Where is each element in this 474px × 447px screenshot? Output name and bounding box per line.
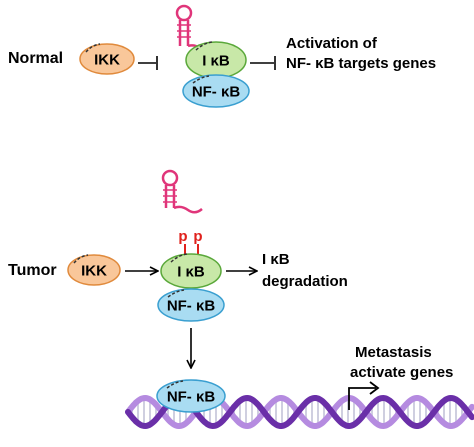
nucleus-nfkb-text: NF- κB — [167, 389, 216, 406]
normal-ikk-text: IKK — [94, 52, 120, 69]
tumor-label: Tumor — [8, 262, 57, 279]
normal-nfkb-text: NF- κB — [192, 84, 241, 101]
tumor-ikk-text: IKK — [81, 263, 107, 280]
normal-nfkb-node: NF- κB — [182, 74, 250, 108]
normal-ikb-node: I κB — [185, 41, 247, 79]
normal-ikb-text: I κB — [202, 53, 230, 70]
tumor-nfkb-text: NF- κB — [167, 298, 216, 315]
degradation-line2: degradation — [262, 273, 348, 290]
dna-strand-back — [125, 394, 474, 430]
genes-line2: activate genes — [350, 364, 453, 381]
tumor-rna-hairpin-icon — [161, 169, 203, 214]
normal-ikk-node: IKK — [79, 43, 135, 75]
normal-inhibit-ikb-genes — [250, 56, 276, 70]
tumor-ikk-node: IKK — [67, 254, 121, 286]
phospho-label-2: p — [193, 228, 202, 245]
tumor-ikb-text: I κB — [177, 264, 205, 281]
phospho-label-1: p — [178, 228, 187, 245]
tumor-nfkb-node: NF- κB — [157, 288, 225, 322]
degradation-line1: I κB — [262, 251, 290, 268]
normal-label: Normal — [8, 50, 63, 67]
normal-result-line1: Activation of — [286, 35, 378, 52]
normal-result-line2: NF- κB targets genes — [286, 55, 436, 72]
tumor-ikb-node: I κB — [160, 253, 222, 289]
genes-line1: Metastasis — [355, 344, 432, 361]
normal-inhibit-ikk-ikb — [138, 56, 158, 70]
transcription-start-arrow — [348, 381, 380, 410]
nucleus-nfkb-node: NF- κB — [156, 379, 226, 413]
